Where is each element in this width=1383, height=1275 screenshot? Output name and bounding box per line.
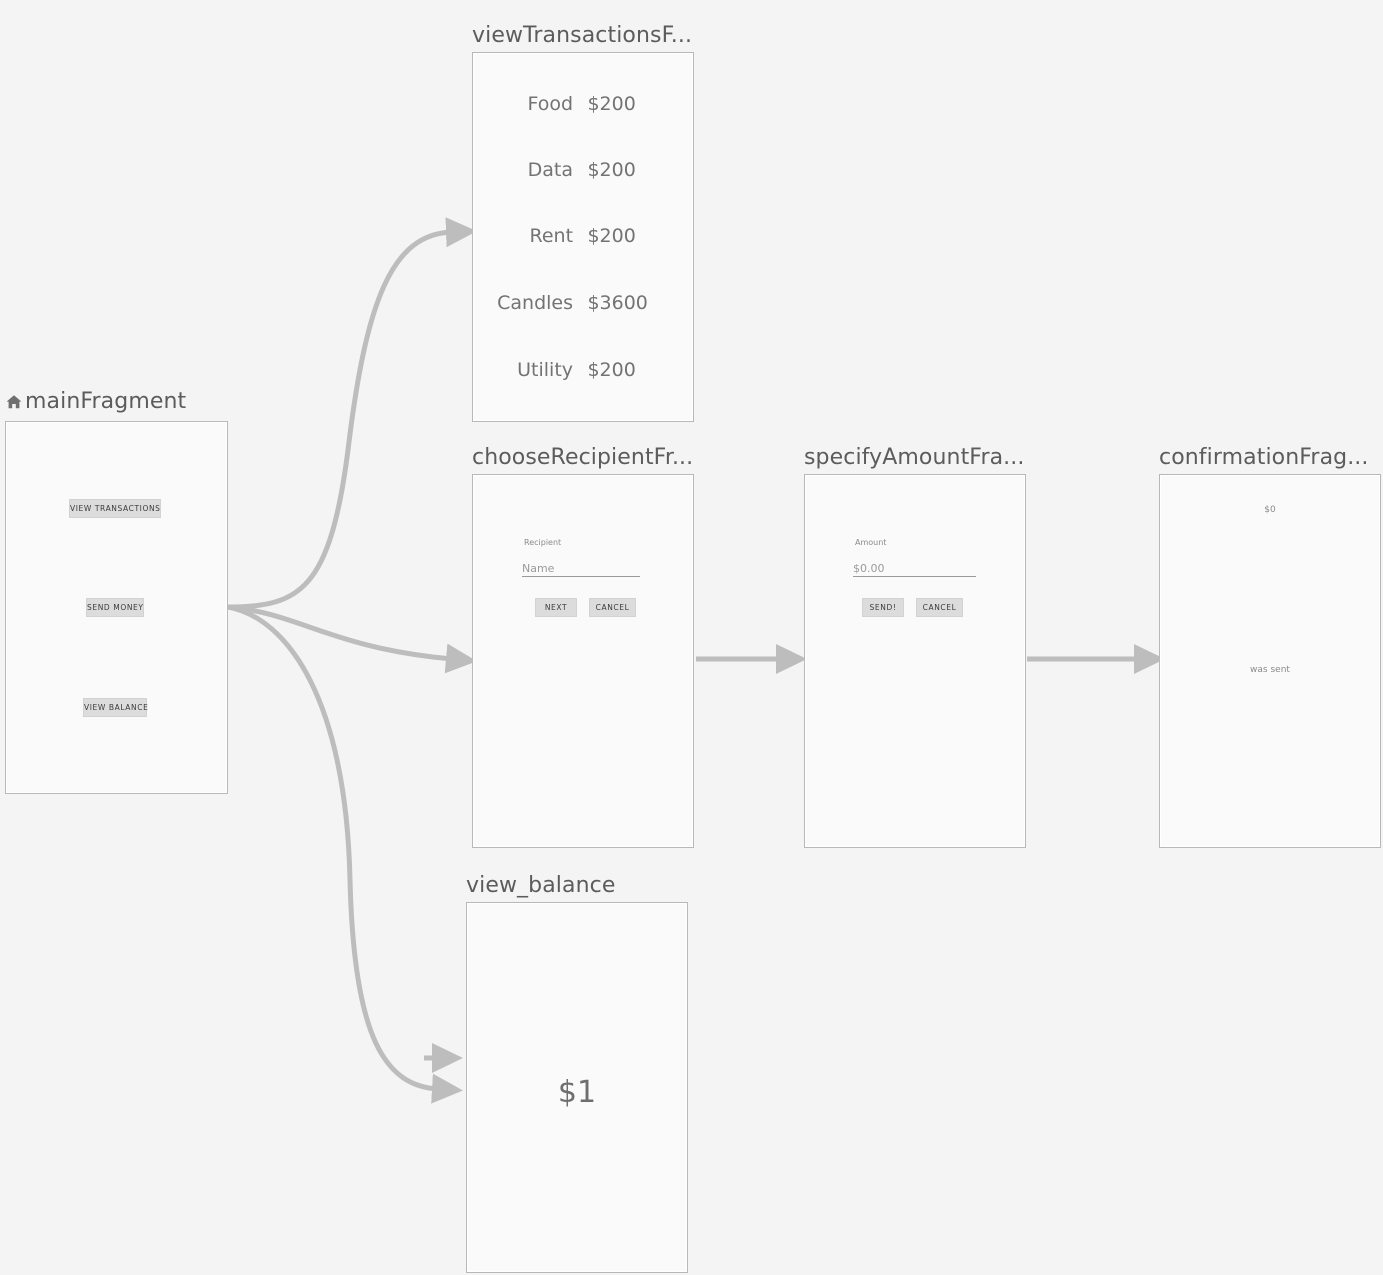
node-preview-confirmation: $0 was sent [1159,474,1381,848]
transaction-amount: $200 [587,159,636,181]
node-title-specify-amount: specifyAmountFra... [804,445,1025,470]
node-title-choose-recipient: chooseRecipientFr... [472,445,694,470]
home-icon [5,392,23,417]
node-confirmation-fragment[interactable]: confirmationFrag... $0 was sent [1159,445,1381,848]
node-title-view-transactions: viewTransactionsF... [472,23,693,48]
node-view-transactions-fragment[interactable]: viewTransactionsF... Food $200 Data $200… [472,23,694,422]
preview-button-cancel[interactable]: CANCEL [916,598,963,617]
transaction-name: Data [527,159,574,181]
confirmation-amount-text: $0 [1264,505,1276,515]
transaction-amount: $200 [587,93,636,115]
transaction-row: Utility $200 [472,359,694,381]
node-main-fragment[interactable]: mainFragment VIEW TRANSACTIONS SEND MONE… [5,389,228,794]
node-frame [472,474,694,848]
transaction-row: Candles $3600 [472,292,694,314]
preview-button-view-balance[interactable]: VIEW BALANCE [83,698,148,717]
balance-amount-text: $1 [557,1075,597,1110]
amount-field-label: Amount [855,538,887,547]
transaction-row: Food $200 [472,93,694,115]
preview-button-view-transactions[interactable]: VIEW TRANSACTIONS [69,499,161,518]
node-frame [466,902,688,1273]
edge-main-to-view-transactions [225,217,477,610]
transaction-row: Rent $200 [472,225,694,247]
preview-button-cancel[interactable]: CANCEL [589,598,636,617]
transaction-name: Utility [517,359,574,381]
node-preview-view-balance: $1 [466,902,688,1273]
edge-main-to-view-balance [225,604,463,1104]
recipient-field-label: Recipient [524,538,562,547]
node-view-balance-fragment[interactable]: view_balance $1 [466,873,688,1273]
node-title-view-balance: view_balance [466,873,616,898]
node-frame [804,474,1026,848]
edge-main-to-choose-recipient [225,604,477,674]
transaction-name: Rent [529,225,574,247]
transaction-amount: $3600 [587,292,648,314]
recipient-name-input[interactable]: Name [522,562,640,577]
node-frame [1159,474,1381,848]
confirmation-status-text: was sent [1250,665,1290,675]
amount-input[interactable]: $0.00 [853,562,976,577]
preview-button-send[interactable]: SEND! [862,598,904,617]
node-title-text: mainFragment [25,389,187,414]
transaction-amount: $200 [587,225,636,247]
node-title-confirmation: confirmationFrag... [1159,445,1369,470]
preview-button-next[interactable]: NEXT [535,598,577,617]
node-frame [472,52,694,422]
node-choose-recipient-fragment[interactable]: chooseRecipientFr... Recipient Name NEXT… [472,445,694,848]
transaction-row: Data $200 [472,159,694,181]
node-preview-main-fragment: VIEW TRANSACTIONS SEND MONEY VIEW BALANC… [5,421,228,794]
node-title-main-fragment: mainFragment [5,389,186,417]
transaction-name: Candles [497,292,574,314]
transaction-name: Food [527,93,574,115]
preview-button-send-money[interactable]: SEND MONEY [86,598,144,617]
node-specify-amount-fragment[interactable]: specifyAmountFra... Amount $0.00 SEND! C… [804,445,1026,848]
node-preview-view-transactions: Food $200 Data $200 Rent $200 Candles $3… [472,52,694,422]
transaction-amount: $200 [587,359,636,381]
node-preview-specify-amount: Amount $0.00 SEND! CANCEL [804,474,1026,848]
node-frame [5,421,228,794]
node-preview-choose-recipient: Recipient Name NEXT CANCEL [472,474,694,848]
